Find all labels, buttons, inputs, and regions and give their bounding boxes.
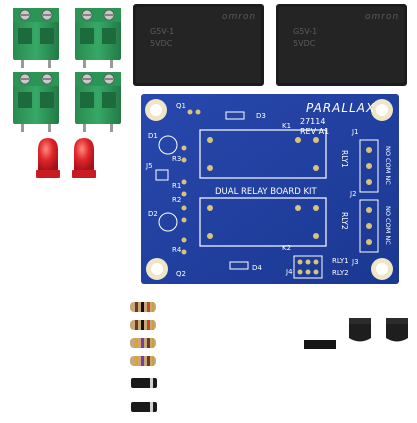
pcb-kit-title: DUAL RELAY BOARD KIT [215, 187, 318, 197]
led-2 [72, 138, 96, 297]
label-d3: D3 [256, 112, 266, 120]
pcb-part-number: 27114 [300, 117, 325, 126]
screw-terminal-4 [75, 72, 121, 132]
label-j2: J2 [349, 190, 357, 198]
relay-2-model: G5V-1 [293, 27, 317, 36]
label-k2: K2 [282, 244, 291, 252]
relay-pcb: PARALLAX 27114 REV A1 DUAL RELAY BOARD K… [141, 94, 399, 284]
label-rly1-bottom: RLY1 [332, 257, 349, 265]
label-r2: R2 [172, 196, 181, 204]
diode-2 [10, 402, 276, 412]
relay-1-rating: 5VDC [150, 39, 173, 48]
mounting-hole-br [371, 258, 393, 280]
relay-2: omron G5V-1 5VDC [276, 4, 407, 86]
screw-terminal-2 [75, 8, 121, 68]
resistor-1 [10, 302, 276, 312]
label-rly2: RLY2 [340, 212, 349, 230]
resistor-3 [10, 338, 276, 348]
label-q1: Q1 [176, 102, 186, 110]
mounting-hole-tl [145, 99, 167, 121]
mounting-hole-tr [371, 99, 393, 121]
label-d2: D2 [148, 210, 158, 218]
relay-2-brand: omron [365, 12, 399, 22]
label-no-com-nc-1: NO COM NC [384, 146, 392, 185]
pcb-brand: PARALLAX [306, 101, 375, 115]
relay-1: omron G5V-1 5VDC [133, 4, 264, 86]
label-r3: R3 [172, 155, 181, 163]
resistor-4 [10, 356, 276, 366]
label-q2: Q2 [176, 270, 186, 278]
relay-1-brand: omron [222, 12, 256, 22]
label-rly1: RLY1 [340, 150, 349, 168]
label-d4: D4 [252, 264, 262, 272]
mounting-hole-bl [146, 258, 168, 280]
diode-1 [10, 378, 276, 388]
label-j3: J3 [351, 258, 359, 266]
label-rly2-bottom: RLY2 [332, 269, 349, 277]
pcb-revision: REV A1 [300, 127, 329, 136]
screw-terminal-3 [13, 72, 59, 132]
header-pins [304, 326, 336, 378]
label-no-com-nc-2: NO COM NC [384, 206, 392, 245]
label-r4: R4 [172, 246, 182, 254]
label-k1: K1 [282, 122, 291, 130]
label-j1: J1 [351, 128, 359, 136]
label-j4: J4 [285, 268, 293, 276]
label-d1: D1 [148, 132, 158, 140]
resistor-2 [10, 320, 276, 330]
label-r1: R1 [172, 182, 181, 190]
transistor-2 [386, 318, 408, 400]
relay-1-model: G5V-1 [150, 27, 174, 36]
transistor-1 [349, 318, 371, 400]
screw-terminal-1 [13, 8, 59, 68]
label-j5: J5 [145, 162, 153, 170]
relay-2-rating: 5VDC [293, 39, 316, 48]
led-1 [36, 138, 60, 297]
